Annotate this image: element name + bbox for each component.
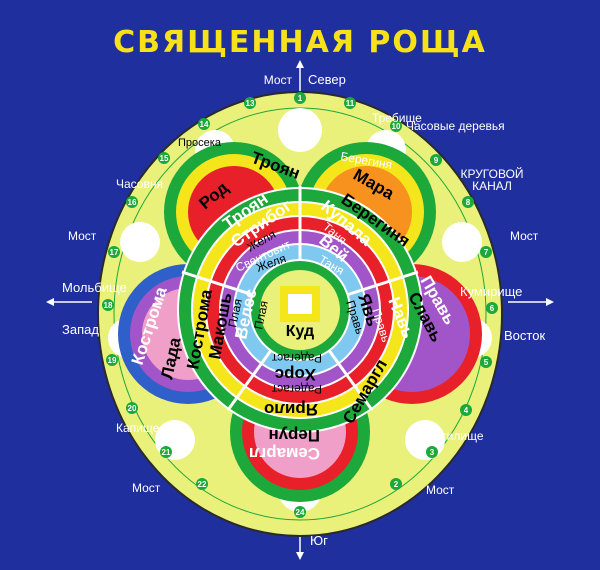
center-label: Куд	[286, 323, 314, 340]
label-chasovnya: Часовня	[116, 177, 163, 191]
svg-text:15: 15	[160, 154, 169, 163]
ring-numbers: 1 11 10 9 8 7 6 5 4 3 2 24 22 21 20 19 1…	[102, 92, 498, 518]
arrow-south-icon	[296, 552, 304, 560]
svg-text:16: 16	[128, 198, 137, 207]
svg-text:2: 2	[394, 480, 399, 489]
label-south: Юг	[310, 533, 328, 548]
svg-text:24: 24	[296, 508, 305, 517]
label-semargl-inner: Семаргл	[249, 444, 320, 463]
label-most-southwest: Мост	[132, 481, 161, 495]
svg-text:19: 19	[108, 356, 117, 365]
label-proseka: Просека	[178, 137, 222, 149]
arrow-north-icon	[296, 60, 304, 68]
arrow-east-icon	[546, 298, 554, 306]
label-west: Запад	[62, 322, 99, 337]
svg-text:8: 8	[466, 198, 471, 207]
svg-text:6: 6	[490, 304, 495, 313]
svg-text:4: 4	[464, 406, 469, 415]
label-yarilo: Ярило	[264, 400, 318, 419]
svg-text:22: 22	[198, 480, 207, 489]
label-radegast-2: Радегаст	[271, 351, 322, 365]
label-radegast-1: Радегаст	[271, 382, 322, 396]
svg-text:9: 9	[434, 156, 439, 165]
center-kud: Куд	[249, 259, 351, 361]
label-trebishe: Требище	[372, 111, 422, 125]
label-most-west: Мост	[68, 229, 97, 243]
svg-text:7: 7	[484, 248, 489, 257]
label-playa-1: Плая	[225, 298, 245, 329]
svg-text:20: 20	[128, 404, 137, 413]
label-playa-2: Плая	[251, 300, 271, 331]
label-north: Север	[308, 72, 346, 87]
label-kumirishe: Кумирище	[460, 284, 522, 299]
svg-text:10: 10	[392, 122, 401, 131]
svg-text:17: 17	[110, 248, 119, 257]
svg-text:3: 3	[430, 448, 435, 457]
svg-text:11: 11	[346, 99, 355, 108]
label-perun: Перун	[268, 426, 320, 445]
label-east: Восток	[504, 328, 545, 343]
label-svetilishe: Светилище	[420, 429, 484, 443]
svg-text:5: 5	[484, 358, 489, 367]
arrow-west-icon	[46, 298, 54, 306]
outer-labels: Мост Север Требище Часовые деревья КРУГО…	[62, 72, 545, 548]
title: СВЯЩЕННАЯ РОЩА	[113, 25, 487, 60]
label-krugovoy: КРУГОВОЙ	[460, 166, 523, 181]
svg-text:1: 1	[298, 94, 303, 103]
label-kanal: КАНАЛ	[472, 179, 512, 193]
svg-text:21: 21	[162, 448, 171, 457]
label-most-north: Мост	[264, 73, 293, 87]
svg-text:18: 18	[104, 301, 113, 310]
label-chasovye-derevya: Часовые деревья	[406, 119, 505, 133]
svg-text:14: 14	[200, 120, 209, 129]
label-most-southeast: Мост	[426, 483, 455, 497]
svg-text:13: 13	[246, 99, 255, 108]
label-molbishe: Мольбище	[62, 280, 127, 295]
label-khors: Хорс	[275, 365, 316, 384]
label-most-east: Мост	[510, 229, 539, 243]
label-kapishe: Капище	[116, 421, 160, 435]
